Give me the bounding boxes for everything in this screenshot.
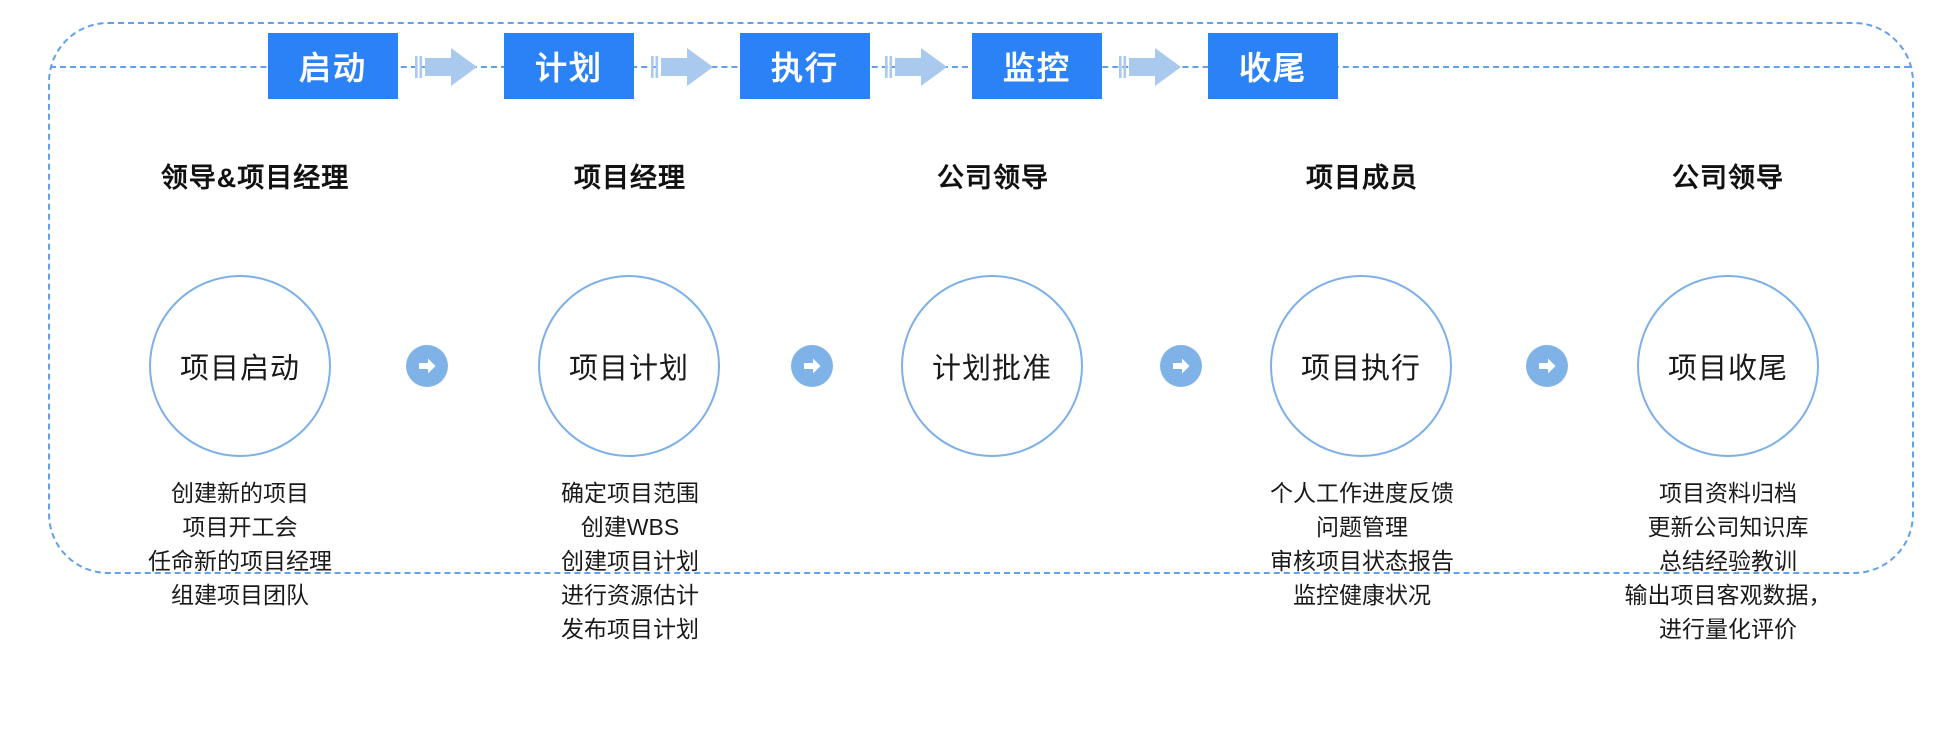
- task-item: 问题管理: [1316, 514, 1408, 540]
- phase-box-3[interactable]: 执行: [740, 33, 870, 99]
- role-label: 领导&项目经理: [160, 163, 350, 193]
- phase-label: 计划: [534, 50, 603, 86]
- task-item: 创建新的项目: [171, 480, 309, 506]
- stage-label: 项目收尾: [1667, 353, 1788, 385]
- task-item: 项目资料归档: [1659, 480, 1797, 506]
- task-item: 审核项目状态报告: [1270, 548, 1454, 574]
- block-arrow-icon-1: [415, 45, 481, 89]
- role-title-2: 项目经理: [505, 156, 755, 195]
- role-label: 公司领导: [937, 163, 1049, 193]
- task-item: 创建WBS: [580, 514, 680, 540]
- task-item: 总结经验教训: [1659, 548, 1797, 574]
- task-item: 进行资源估计: [561, 582, 699, 608]
- stage-circle-3[interactable]: 计划批准: [901, 275, 1083, 457]
- phase-box-1[interactable]: 启动: [268, 33, 398, 99]
- task-list-1: 创建新的项目项目开工会任命新的项目经理组建项目团队: [115, 476, 365, 612]
- circle-arrow-icon-1: [406, 345, 448, 387]
- block-arrow-icon-4: [1119, 45, 1185, 89]
- phase-label: 监控: [1002, 50, 1071, 86]
- role-label: 项目成员: [1306, 163, 1418, 193]
- task-list-5: 项目资料归档更新公司知识库总结经验教训输出项目客观数据， 进行量化评价: [1603, 476, 1853, 646]
- task-item: 确定项目范围: [561, 480, 699, 506]
- stage-label: 计划批准: [931, 353, 1052, 385]
- stage-circle-1[interactable]: 项目启动: [149, 275, 331, 457]
- stage-circle-4[interactable]: 项目执行: [1270, 275, 1452, 457]
- phase-label: 收尾: [1238, 50, 1307, 86]
- task-item: 进行量化评价: [1659, 616, 1797, 642]
- task-item: 组建项目团队: [171, 582, 309, 608]
- task-item: 项目开工会: [182, 514, 298, 540]
- role-label: 公司领导: [1672, 163, 1784, 193]
- phase-label: 执行: [770, 50, 839, 86]
- role-title-4: 项目成员: [1237, 156, 1487, 195]
- block-arrow-icon-3: [885, 45, 951, 89]
- circle-arrow-icon-3: [1160, 345, 1202, 387]
- role-label: 项目经理: [574, 163, 686, 193]
- circle-arrow-icon-2: [791, 345, 833, 387]
- role-title-5: 公司领导: [1603, 156, 1853, 195]
- role-title-1: 领导&项目经理: [130, 156, 380, 195]
- task-item: 创建项目计划: [561, 548, 699, 574]
- task-item: 任命新的项目经理: [148, 548, 332, 574]
- phase-label: 启动: [298, 50, 367, 86]
- stage-label: 项目启动: [179, 353, 300, 385]
- task-list-4: 个人工作进度反馈问题管理审核项目状态报告监控健康状况: [1237, 476, 1487, 612]
- task-item: 个人工作进度反馈: [1270, 480, 1454, 506]
- block-arrow-icon-2: [651, 45, 717, 89]
- task-item: 监控健康状况: [1293, 582, 1431, 608]
- task-item: 发布项目计划: [561, 616, 699, 642]
- task-item: 更新公司知识库: [1647, 514, 1809, 540]
- role-title-3: 公司领导: [868, 156, 1118, 195]
- task-item: 输出项目客观数据，: [1624, 582, 1832, 608]
- circle-arrow-icon-4: [1526, 345, 1568, 387]
- phase-box-2[interactable]: 计划: [504, 33, 634, 99]
- phase-box-4[interactable]: 监控: [972, 33, 1102, 99]
- phase-box-5[interactable]: 收尾: [1208, 33, 1338, 99]
- stage-label: 项目执行: [1300, 353, 1421, 385]
- stage-circle-5[interactable]: 项目收尾: [1637, 275, 1819, 457]
- stage-label: 项目计划: [568, 353, 689, 385]
- task-list-2: 确定项目范围创建WBS 创建项目计划进行资源估计发布项目计划: [505, 476, 755, 646]
- dashed-container-border: [48, 22, 1914, 574]
- stage-circle-2[interactable]: 项目计划: [538, 275, 720, 457]
